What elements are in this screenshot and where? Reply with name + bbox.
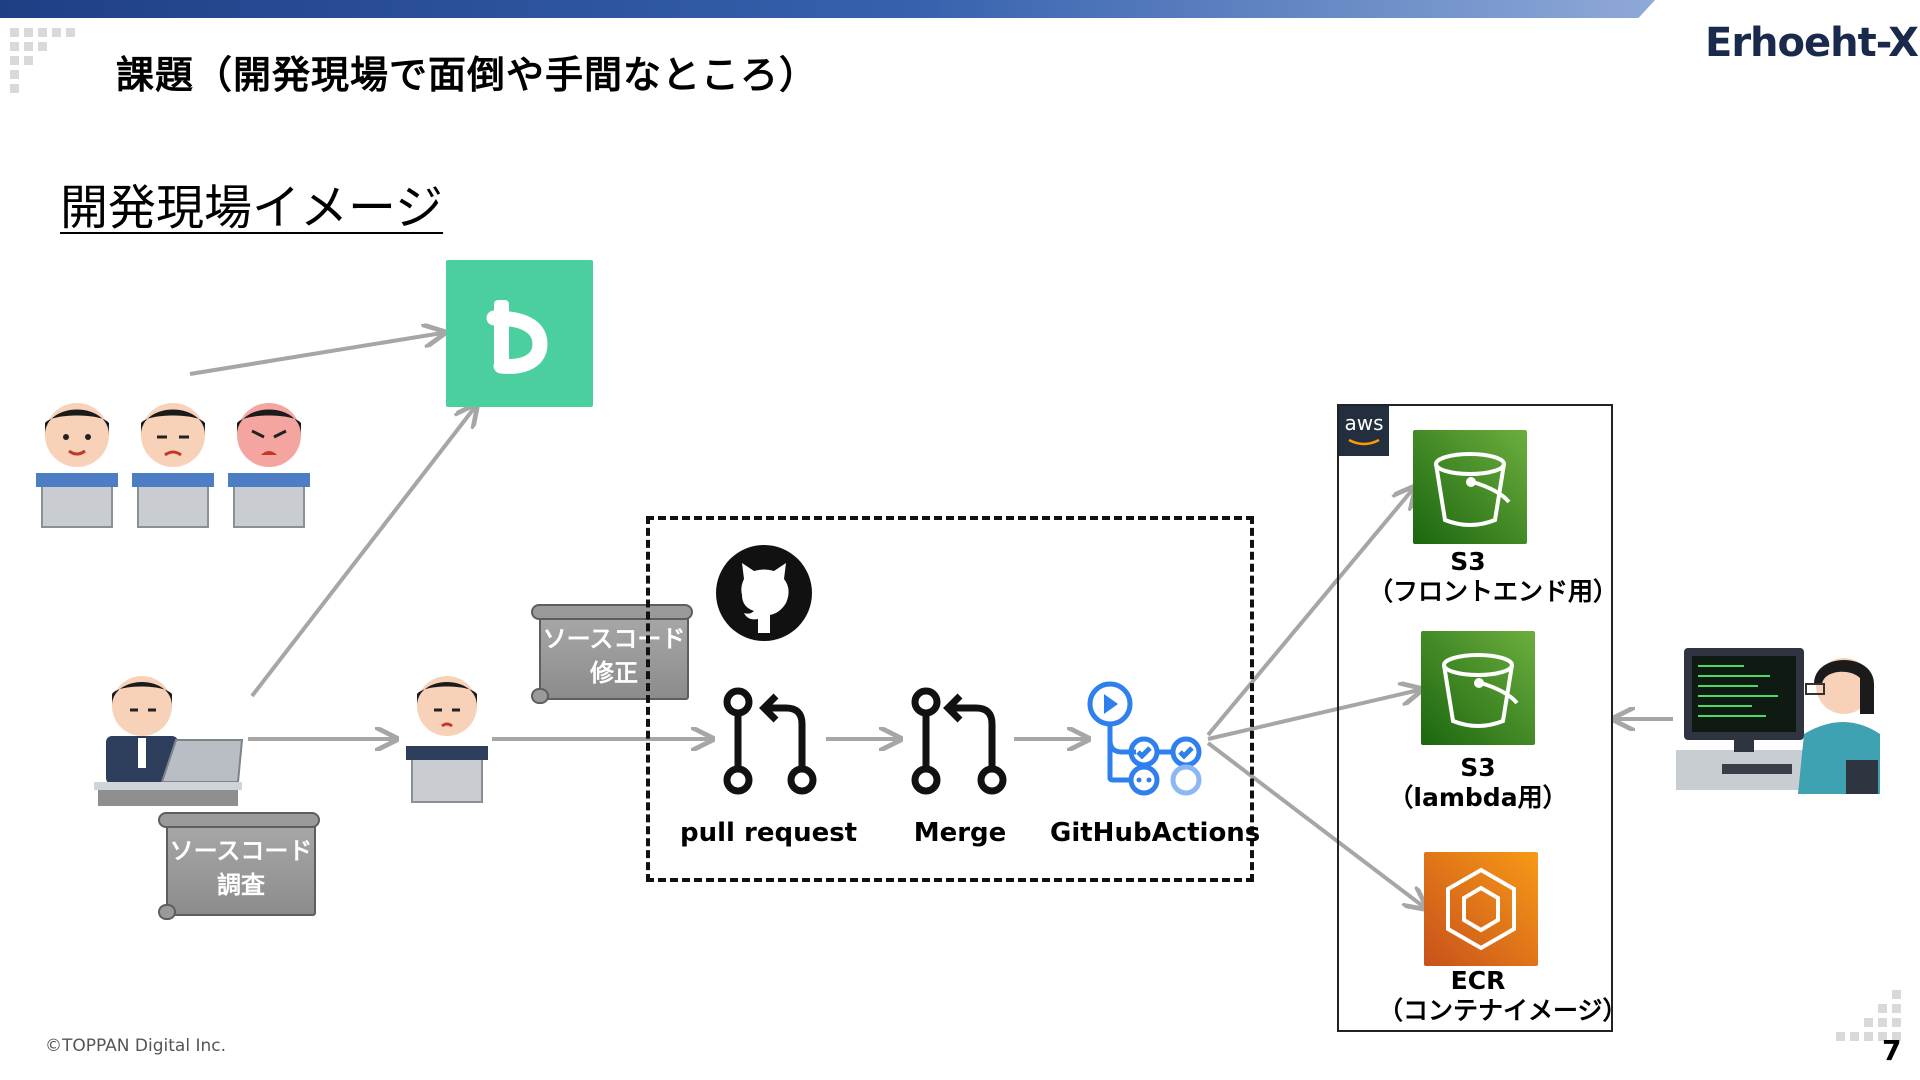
company-logo: Erhoeht-X bbox=[1705, 20, 1919, 66]
ecr-tile bbox=[1424, 852, 1538, 966]
pull-request-label: pull request bbox=[680, 818, 858, 848]
arrow-dev-to-backlog bbox=[250, 407, 475, 698]
aws-logo-badge: aws bbox=[1339, 406, 1389, 456]
s3-lambda-purpose: （lambda用） bbox=[1388, 783, 1568, 812]
scroll-source-modify: ソースコード 修正 bbox=[531, 604, 693, 704]
developer-team-illustration bbox=[36, 403, 310, 528]
s3-frontend-tile bbox=[1413, 430, 1527, 544]
aws-badge-text: aws bbox=[1344, 411, 1384, 435]
merge-icon bbox=[911, 687, 1007, 795]
developer-reviewer-illustration bbox=[406, 676, 488, 803]
operator-at-terminal-illustration bbox=[1676, 648, 1880, 794]
ecr-name: ECR bbox=[1450, 966, 1506, 995]
github-workflow-box bbox=[646, 516, 1254, 882]
scroll-investigate-line2: 調査 bbox=[217, 871, 265, 899]
s3-frontend-purpose: （フロントエンド用） bbox=[1368, 577, 1619, 606]
github-actions-icon bbox=[1087, 681, 1202, 796]
s3-lambda-name: S3 bbox=[1460, 753, 1496, 782]
scroll-source-investigate: ソースコード 調査 bbox=[158, 812, 320, 920]
header-accent-bar bbox=[0, 0, 1655, 18]
pull-request-icon bbox=[723, 687, 817, 795]
section-heading: 開発現場イメージ bbox=[60, 180, 444, 236]
copyright-text: ©TOPPAN Digital Inc. bbox=[45, 1036, 227, 1056]
scroll-modify-line1: ソースコード bbox=[542, 625, 686, 653]
s3-bucket-icon bbox=[1442, 653, 1519, 728]
dev-tired bbox=[132, 403, 214, 528]
github-octocat-icon bbox=[716, 545, 812, 641]
ecr-label: ECR （コンテナイメージ） bbox=[1378, 966, 1628, 1026]
backlog-logo bbox=[446, 260, 593, 407]
arrow-actions-to-ecr bbox=[1206, 741, 1424, 907]
arrow-actions-to-s3-lambda bbox=[1207, 690, 1419, 741]
github-actions-label: GitHubActions bbox=[1050, 818, 1261, 848]
merge-label: Merge bbox=[913, 818, 1007, 848]
corner-dots-top-left bbox=[10, 28, 75, 93]
scroll-investigate-line1: ソースコード bbox=[169, 837, 313, 865]
arrow-actions-to-s3-front bbox=[1206, 489, 1413, 737]
s3-lambda-tile bbox=[1421, 631, 1535, 745]
scroll-modify-line2: 修正 bbox=[590, 659, 638, 687]
dev-angry bbox=[228, 403, 310, 528]
backlog-b-icon bbox=[486, 300, 548, 374]
aws-smile-icon bbox=[1348, 438, 1380, 446]
dev-smiling bbox=[36, 403, 118, 528]
ecr-purpose: （コンテナイメージ） bbox=[1378, 996, 1628, 1025]
ecr-container-icon bbox=[1446, 867, 1516, 951]
s3-frontend-name: S3 bbox=[1450, 547, 1486, 576]
aws-cloud-frame bbox=[1337, 404, 1613, 1032]
s3-frontend-label: S3 （フロントエンド用） bbox=[1368, 547, 1619, 607]
slide-title: 課題（開発現場で面倒や手間なところ） bbox=[116, 53, 819, 97]
developer-investigating-illustration bbox=[94, 676, 244, 806]
s3-lambda-label: S3 （lambda用） bbox=[1378, 753, 1578, 813]
s3-bucket-icon bbox=[1434, 452, 1511, 527]
arrow-team-to-backlog bbox=[189, 333, 442, 376]
page-number: 7 bbox=[1882, 1034, 1902, 1067]
corner-dots-bottom-right bbox=[1836, 990, 1901, 1041]
